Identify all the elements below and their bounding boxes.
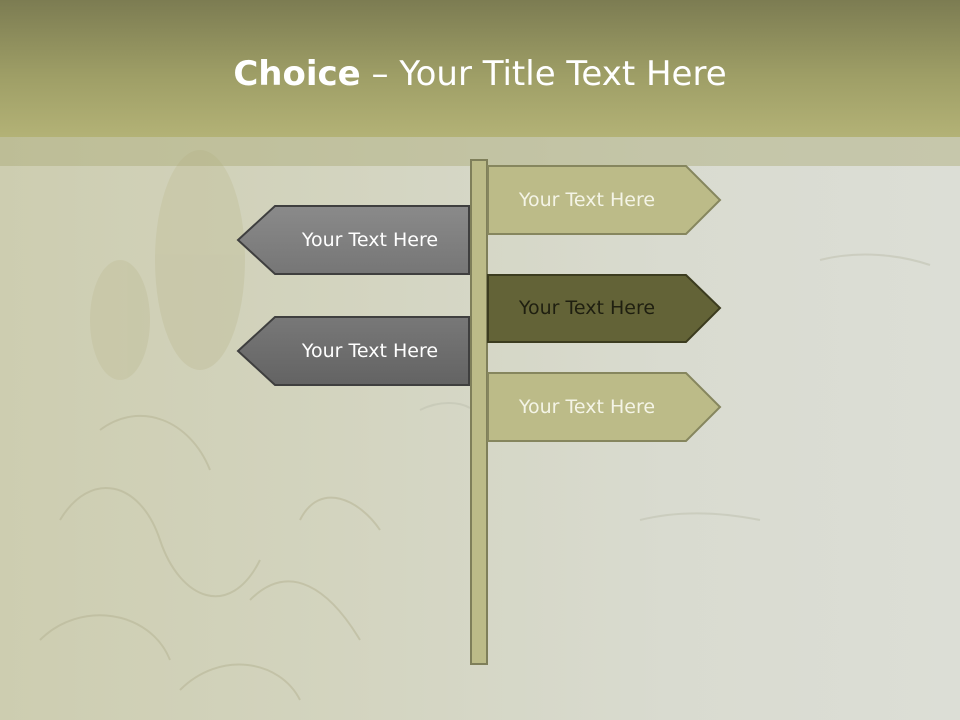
sign-right-middle [487,274,722,343]
slide-title: Choice – Your Title Text Here [0,52,960,96]
title-separator: – [360,54,400,94]
sign-left-top [236,205,470,275]
title-text: Your Title Text Here [399,54,727,94]
title-bar [0,0,960,137]
sign-right-middle-label: Your Text Here [518,297,656,319]
sign-post [470,159,488,665]
title-bold: Choice [233,54,361,94]
sign-left-top-label: Your Text Here [301,229,439,251]
sign-left-bottom-label: Your Text Here [301,340,439,362]
sign-right-bottom [487,372,722,442]
sign-right-bottom-label: Your Text Here [518,396,656,418]
sign-left-bottom [236,316,470,386]
sign-right-top-label: Your Text Here [518,189,656,211]
sign-right-top [487,165,722,235]
